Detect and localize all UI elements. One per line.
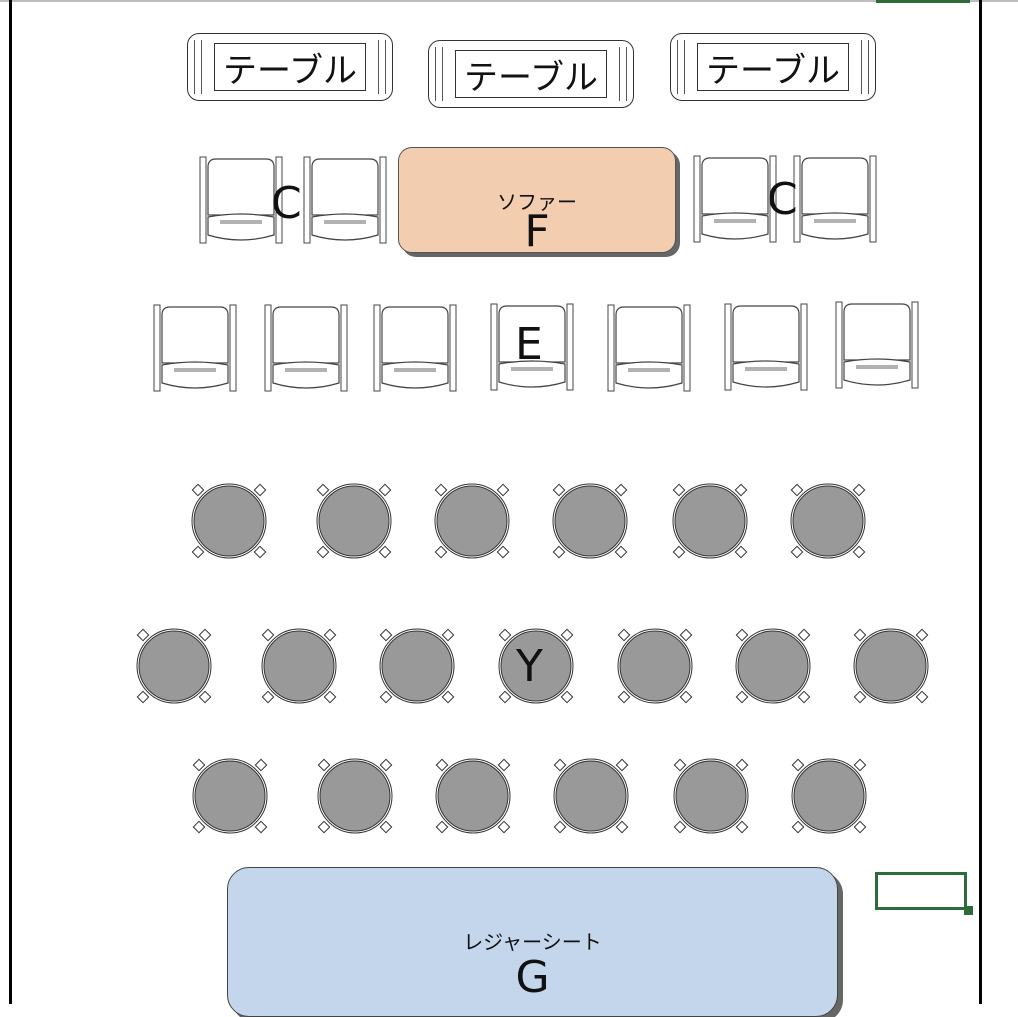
stool-row2-7[interactable] [850,625,932,707]
zone-c-left-letter: C [271,178,302,229]
stool-row1-1[interactable] [188,480,270,562]
table-shape-2[interactable]: テーブル [428,40,634,108]
chair-row2-3[interactable] [372,303,458,393]
chair-row1-1[interactable] [198,155,284,245]
chair-row2-7[interactable] [834,300,920,390]
selected-cell[interactable] [875,872,967,910]
stool-row3-1[interactable] [189,755,271,837]
chair-row1-3[interactable] [692,154,778,244]
chair-row2-6[interactable] [723,302,809,392]
stool-row2-2[interactable] [258,625,340,707]
sheet-top-edge [0,0,1018,2]
stool-row2-6[interactable] [732,625,814,707]
stool-row1-2[interactable] [313,480,395,562]
chair-row2-5[interactable] [606,303,692,393]
chair-row1-2[interactable] [302,155,388,245]
table-label-2: テーブル [455,50,607,98]
stool-row2-5[interactable] [614,625,696,707]
stool-row2-1[interactable] [133,625,215,707]
chair-row2-1[interactable] [152,303,238,393]
stool-row1-3[interactable] [431,480,513,562]
stool-row2-4[interactable] [495,625,577,707]
stool-row2-3[interactable] [376,625,458,707]
column-selection-marker [876,0,970,3]
chair-row2-2[interactable] [263,303,349,393]
stool-row3-5[interactable] [670,755,752,837]
fill-handle[interactable] [964,906,973,915]
zone-y-letter: Y [516,641,543,692]
chair-row2-4[interactable] [489,302,575,392]
zone-e-letter: E [515,319,543,370]
room-wall-right [979,0,982,1004]
table-label-1: テーブル [214,43,366,91]
stool-row1-4[interactable] [549,480,631,562]
stool-row3-3[interactable] [432,755,514,837]
sofa-shape[interactable]: ソファー F [398,147,676,257]
stool-row3-2[interactable] [314,755,396,837]
stool-row1-6[interactable] [787,480,869,562]
leisure-sheet-zone-letter: G [515,952,550,1003]
table-label-3: テーブル [697,43,849,91]
leisure-sheet-shape[interactable]: レジャーシート G [227,867,838,1017]
table-shape-1[interactable]: テーブル [187,33,393,101]
chair-row1-4[interactable] [792,154,878,244]
stool-row3-4[interactable] [550,755,632,837]
sofa-label: ソファー [497,190,577,214]
zone-c-right-letter: C [767,174,798,225]
room-wall-left [9,0,12,1004]
stool-row1-5[interactable] [669,480,751,562]
leisure-sheet-label: レジャーシート [463,930,602,954]
sofa-zone-letter: F [524,206,550,257]
table-shape-3[interactable]: テーブル [670,33,876,101]
stool-row3-6[interactable] [788,755,870,837]
